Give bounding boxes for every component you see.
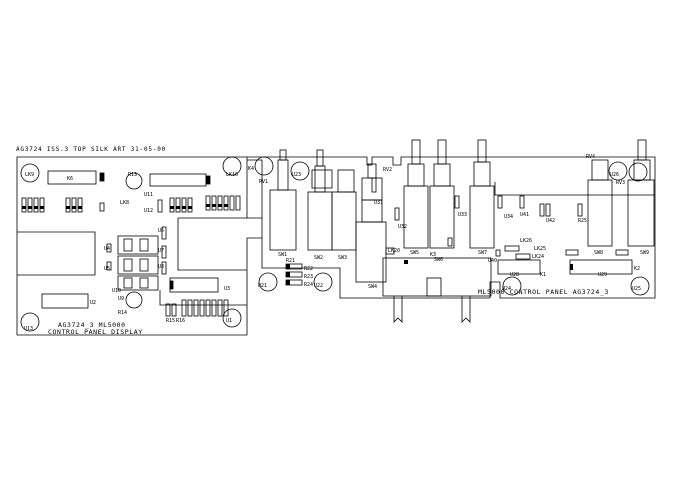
mounting-hole — [502, 276, 522, 296]
mounting-hole — [125, 291, 143, 309]
ribbon-connector — [382, 257, 492, 323]
component-label: U4 — [104, 246, 110, 252]
mounting-hole — [222, 156, 242, 176]
switch-label: SW9 — [640, 250, 649, 256]
component-label: K1 — [540, 272, 546, 278]
component-label: U3 — [224, 286, 230, 292]
mounting-hole — [20, 312, 40, 332]
component-label: U22 — [314, 283, 323, 289]
component-label: R14 — [118, 310, 127, 316]
component-label: RV1 — [259, 179, 268, 185]
component-label: U7 — [158, 248, 164, 254]
header-text: AG3724 ISS.3 TOP SILK ART 31-05-00 — [16, 146, 166, 153]
component-label: RV3 — [616, 180, 625, 186]
switch-sw2 — [307, 149, 333, 251]
switch-sw9 — [627, 139, 655, 247]
component-label: LK20 — [388, 248, 400, 254]
switch-label: SW1 — [278, 252, 287, 258]
component-label: U28 — [510, 272, 519, 278]
component-label: U5 — [104, 266, 110, 272]
component-label: RV2 — [383, 167, 392, 173]
component-label: R16 — [176, 318, 185, 324]
component-label: U26 — [610, 172, 619, 178]
left-board-cutout — [17, 231, 96, 276]
switch-sw4 — [355, 163, 387, 283]
mounting-hole — [222, 308, 242, 328]
mounting-hole — [290, 161, 310, 181]
component-label: R25 — [578, 218, 587, 224]
component-label: U24 — [502, 286, 511, 292]
component-label: U23 — [292, 172, 301, 178]
switch-label: SW5 — [410, 250, 419, 256]
component-label: U10 — [112, 288, 121, 294]
component-label: U29 — [598, 272, 607, 278]
switch-sw8 — [587, 159, 613, 247]
mounting-hole — [20, 163, 40, 183]
switch-label: SW7 — [478, 250, 487, 256]
component-label: U25 — [632, 286, 641, 292]
component-label: U2 — [90, 300, 96, 306]
component-label: R15 — [166, 318, 175, 324]
component-label: U12 — [144, 208, 153, 214]
component-label: U21 — [258, 283, 267, 289]
component-label: K2 — [634, 266, 640, 272]
switch-sw3 — [331, 169, 357, 251]
resistor-array — [21, 195, 241, 213]
left-board-title-line2: CONTROL PANEL DISPLAY — [48, 328, 143, 336]
component-label: K3 — [430, 252, 436, 258]
right-board-title: ML5000 CONTROL PANEL AG3724_3 — [478, 288, 609, 296]
component-label: U42 — [546, 218, 555, 224]
relay-label: K6 — [67, 176, 73, 182]
component-label: U1 — [226, 318, 232, 324]
right-board-outline — [247, 156, 656, 299]
component-label: U13 — [24, 326, 33, 332]
component-label: U41 — [520, 212, 529, 218]
component-label: LK10 — [226, 172, 238, 178]
switch-label: SW3 — [338, 255, 347, 261]
switch-sw7 — [469, 139, 495, 249]
component-label: LK24 — [532, 254, 544, 260]
seven-segment-display — [117, 235, 159, 291]
component-label: U34 — [504, 214, 513, 220]
component-label: R23 — [304, 274, 313, 280]
component-label: RV4 — [586, 154, 595, 160]
component-label: LK26 — [520, 238, 532, 244]
ic-u2 — [41, 293, 89, 309]
component-label: U8 — [158, 264, 164, 270]
mounting-hole — [313, 272, 333, 292]
mounting-hole — [254, 156, 274, 176]
component-label: LK9 — [25, 172, 34, 178]
mounting-hole — [608, 161, 628, 181]
switch-label: SW8 — [594, 250, 603, 256]
component-label: R13 — [128, 172, 137, 178]
component-label: LK8 — [120, 200, 129, 206]
component-label: K4 — [248, 166, 254, 172]
ic-u3 — [169, 277, 219, 293]
mounting-hole — [628, 162, 648, 182]
component-label: R21 — [286, 258, 295, 264]
component-label: LK25 — [534, 246, 546, 252]
switch-sw6 — [429, 139, 455, 249]
relay-k6 — [47, 170, 97, 185]
component-label: U40 — [488, 258, 497, 264]
component-label: U9 — [118, 296, 124, 302]
component-label: U33 — [458, 212, 467, 218]
component-label: U31 — [374, 200, 383, 206]
component-label: U6 — [158, 228, 164, 234]
component-label: U32 — [398, 224, 407, 230]
switch-label: SW4 — [368, 284, 377, 290]
switch-sw1 — [269, 149, 297, 251]
component-label: R24 — [304, 282, 313, 288]
switch-label: SW6 — [434, 257, 443, 263]
mounting-hole — [258, 272, 278, 292]
switch-label: SW2 — [314, 255, 323, 261]
mounting-hole — [630, 276, 650, 296]
left-board-title-line1: AG3724_3 ML5000 — [58, 321, 126, 329]
component-label: R22 — [304, 266, 313, 272]
component-label: U11 — [144, 192, 153, 198]
switch-sw5 — [403, 139, 429, 249]
